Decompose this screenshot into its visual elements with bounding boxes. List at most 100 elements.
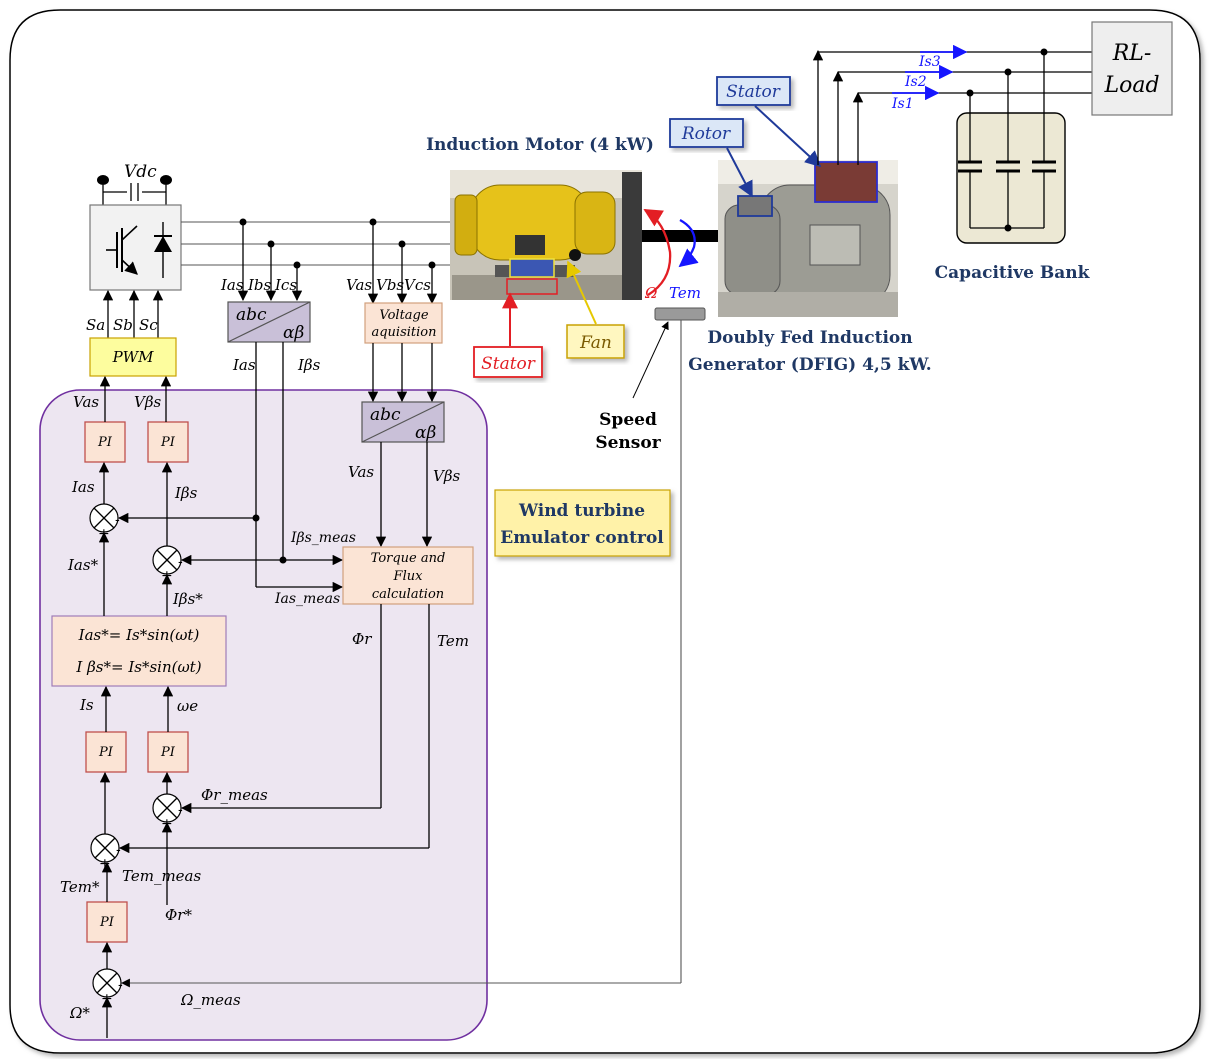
rotation-arrow-red <box>643 209 672 296</box>
motor-title: Induction Motor (4 kW) <box>426 135 654 155</box>
plus-sign: + <box>99 856 111 872</box>
ias-ref-label: Ias* <box>67 556 99 574</box>
wind-line1: Wind turbine <box>518 501 645 521</box>
sa-label: Sa <box>86 316 105 334</box>
ref-eq1: Ias*= Is*sin(ωt) <box>78 626 200 644</box>
torque-line2: Flux <box>393 569 424 584</box>
phir-meas-label: Φr_meas <box>201 786 268 804</box>
rotor-callout <box>669 118 744 148</box>
ias-mid-label: Ias <box>232 356 256 374</box>
vbeta-pwm-label: Vβs <box>134 393 162 411</box>
omega-symbol: Ω <box>644 284 657 302</box>
fan-callout <box>566 324 625 359</box>
pi-label: PI <box>99 915 115 930</box>
abc-voltage-label: abc <box>370 405 401 425</box>
output-lines <box>812 44 1092 165</box>
induction-motor-photo <box>450 170 642 300</box>
ibetas-mid-label: Iβs <box>297 356 321 374</box>
pi-label: PI <box>160 435 176 450</box>
pwm-label: PWM <box>112 348 155 366</box>
rl-load-block <box>1091 21 1173 116</box>
abc-current-label: abc <box>236 305 267 325</box>
ibs-top-label: Ibs <box>247 276 272 294</box>
dfig-line1: Doubly Fed Induction <box>707 328 912 348</box>
valpha-out-label: Vas <box>348 463 374 481</box>
rotation-arrow-blue <box>678 218 699 268</box>
pi-label: PI <box>97 435 113 450</box>
ref-eq2: I βs*= Is*sin(ωt) <box>75 658 201 676</box>
pi-label: PI <box>98 745 114 760</box>
is1-label: Is1 <box>891 96 914 112</box>
stator-callout-red <box>473 346 543 378</box>
ias-meas-label: Ias_meas <box>274 591 340 607</box>
torque-flux-block <box>342 546 474 605</box>
minus-sign: - <box>178 802 183 818</box>
tem-ref-label: Tem* <box>60 878 100 896</box>
pi-label: PI <box>160 745 176 760</box>
torque-line1: Torque and <box>371 551 446 566</box>
capacitive-bank <box>956 52 1066 244</box>
voltage-acquisition-block <box>364 302 443 344</box>
vbs-top-label: Vbs <box>376 276 404 294</box>
vbeta-out-label: Vβs <box>433 467 461 485</box>
is-label: Is <box>79 696 94 714</box>
phir-label: Φr <box>352 630 372 648</box>
pi-alpha-current <box>84 421 126 463</box>
shaft <box>642 230 720 242</box>
stator-callout-blue <box>716 76 791 106</box>
vcs-top-label: Vcs <box>404 276 431 294</box>
speed-line1: Speed <box>599 410 657 430</box>
tem-meas-label: Tem_meas <box>122 867 201 885</box>
minus-sign: - <box>116 842 121 858</box>
pi-beta-current <box>147 421 189 463</box>
dc-bus: Vdc <box>97 162 172 205</box>
pwm-block <box>89 337 177 377</box>
omega-meas-label: Ω_meas <box>180 991 241 1009</box>
rl-line1: RL- <box>1112 41 1152 66</box>
minus-sign: - <box>115 512 120 528</box>
wind-turbine-label-box: Wind turbine Emulator control <box>494 489 671 557</box>
ab-voltage-label: αβ <box>415 423 436 443</box>
voltage-acq-line2: aquisition <box>371 325 436 340</box>
speed-line2: Sensor <box>595 433 661 453</box>
vas-top-label: Vas <box>346 276 372 294</box>
torque-line3: calculation <box>372 587 444 602</box>
sb-label: Sb <box>113 316 133 334</box>
gate-signals <box>102 289 164 338</box>
inverter-block <box>89 204 182 291</box>
is3-label: Is3 <box>918 54 941 70</box>
rotor-label: Rotor <box>681 124 731 144</box>
vdc-label: Vdc <box>124 162 157 182</box>
ias-err-label: Ias <box>71 478 95 496</box>
pi-current-magnitude <box>85 731 127 773</box>
speed-sensor <box>654 307 706 321</box>
minus-sign: - <box>178 554 183 570</box>
current-reference-block <box>51 615 227 687</box>
ics-top-label: Ics <box>274 276 297 294</box>
voltage-acq-line1: Voltage <box>379 308 428 323</box>
omega-ref-label: Ω* <box>69 1004 90 1022</box>
ibetas-meas-label: Iβs_meas <box>290 530 356 546</box>
sc-label: Sc <box>139 316 158 334</box>
ibetas-err-label: Iβs <box>174 484 198 502</box>
ias-top-label: Ias <box>220 276 244 294</box>
rl-line2: Load <box>1103 73 1159 98</box>
ab-current-label: αβ <box>283 323 304 343</box>
valpha-pwm-label: Vas <box>73 393 99 411</box>
tem-out-label: Tem <box>437 632 469 650</box>
wind-line2: Emulator control <box>500 528 664 548</box>
minus-sign: - <box>118 977 123 993</box>
phase-lines <box>181 218 450 305</box>
we-label: ωe <box>177 697 198 715</box>
is2-label: Is2 <box>904 74 927 90</box>
stator-red-label: Stator <box>481 354 536 374</box>
current-abc-ab-converter: abc αβ <box>227 301 311 343</box>
dfig-line2: Generator (DFIG) 4,5 kW. <box>688 355 931 375</box>
phir-ref-label: Φr* <box>165 906 192 924</box>
voltage-abc-ab-converter: abc αβ <box>361 401 445 443</box>
ibetas-ref-label: Iβs* <box>172 590 203 608</box>
tem-symbol: Tem <box>669 284 701 302</box>
fan-label: Fan <box>579 333 612 353</box>
stator-blue-label: Stator <box>726 82 781 102</box>
